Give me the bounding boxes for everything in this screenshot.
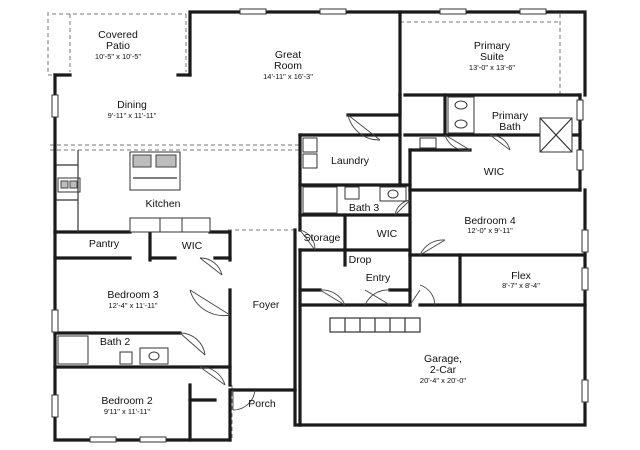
dining-name: Dining <box>117 99 147 111</box>
flex-name: Flex <box>511 270 532 282</box>
storage-name: Storage <box>304 232 341 244</box>
kitchen-name: Kitchen <box>145 198 180 210</box>
bath-2-name: Bath 2 <box>100 336 131 348</box>
bedroom-2-dims: 9'11" x 11'-11" <box>104 407 150 416</box>
garage-name-1: Garage, <box>424 353 462 365</box>
covered-patio-name-1: Covered <box>98 29 138 41</box>
wic-primary-name: WIC <box>484 166 505 178</box>
porch-name: Porch <box>248 398 276 410</box>
foyer-name: Foyer <box>253 299 280 311</box>
bedroom-4-name: Bedroom 4 <box>464 215 516 227</box>
primary-bath-name-1: Primary <box>492 110 529 122</box>
great-room-dims: 14'-11" x 16'-3" <box>263 72 313 81</box>
bedroom-3-dims: 12'-4" x 11'-11" <box>108 301 158 310</box>
bath3-tub <box>302 186 338 214</box>
covered-patio-name-2: Patio <box>106 40 130 52</box>
primary-bath-name-2: Bath <box>499 121 521 133</box>
primary-toilet <box>419 137 437 149</box>
wic-bed3-name: WIC <box>182 240 203 252</box>
sink <box>155 154 177 168</box>
entry-name: Entry <box>366 272 391 284</box>
bath-fixtures <box>57 96 573 365</box>
dining-dims: 9'-11" x 11'-11" <box>108 111 157 120</box>
kitchen-fixtures <box>56 150 211 233</box>
bath3-toilet <box>344 186 360 200</box>
bath2-tub <box>57 335 89 365</box>
primary-suite-name-1: Primary <box>474 40 511 52</box>
primary-suite-name-2: Suite <box>480 51 504 63</box>
drop-name: Drop <box>349 254 372 266</box>
bedroom-4-dims: 12'-0" x 9'-11" <box>467 226 513 235</box>
primary-suite-dims: 13'-0" x 13'-6" <box>469 63 515 72</box>
garage-dims: 20'-4" x 20'-0" <box>420 376 466 385</box>
covered-patio-dims: 10'-5" x 10'-5" <box>95 52 141 61</box>
cooktop <box>132 154 152 168</box>
fridge <box>159 217 183 233</box>
windows <box>51 8 589 443</box>
exterior-walls <box>53 10 587 442</box>
bedroom-2-name: Bedroom 2 <box>101 395 153 407</box>
bedroom-3-name: Bedroom 3 <box>107 289 159 301</box>
great-room-name-1: Great <box>275 49 301 61</box>
flex-dims: 8'-7" x 8'-4" <box>502 281 540 290</box>
laundry-name: Laundry <box>331 155 370 167</box>
bath2-toilet <box>119 351 133 365</box>
door-swings <box>179 114 511 411</box>
great-room-name-2: Room <box>274 60 302 72</box>
pantry-name: Pantry <box>89 238 120 250</box>
room-labels: Covered Patio 10'-5" x 10'-5" Great Room… <box>89 29 540 416</box>
bath-3-name: Bath 3 <box>349 202 380 214</box>
dashed-outlines <box>47 12 561 440</box>
garage-name-2: 2-Car <box>430 364 457 376</box>
wic-bed4-name: WIC <box>377 228 398 240</box>
garage-features <box>329 317 421 333</box>
interior-walls <box>53 10 587 442</box>
